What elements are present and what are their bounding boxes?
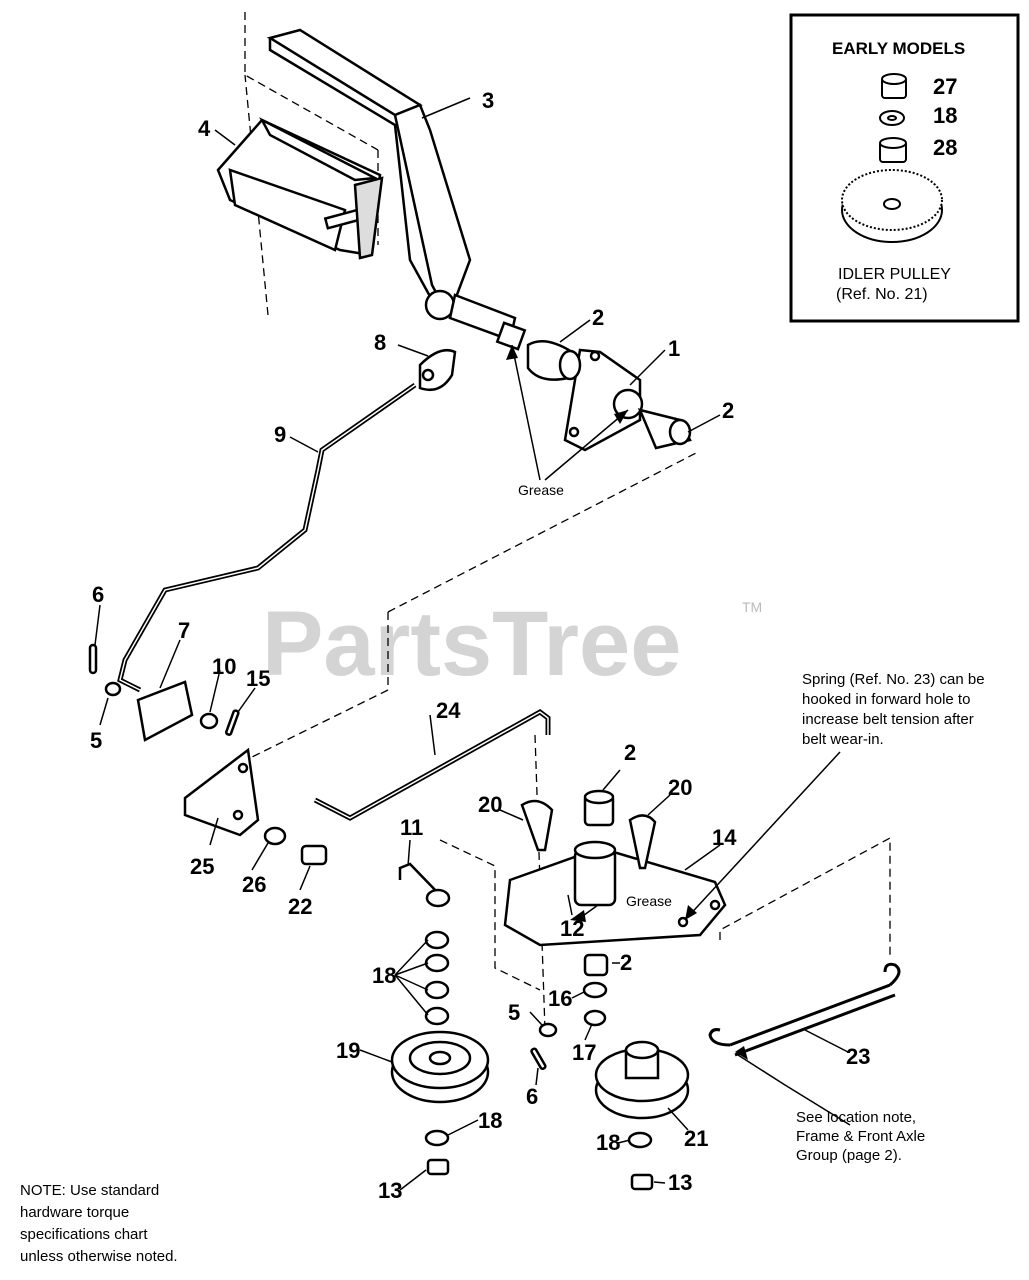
idler-plate	[503, 789, 727, 947]
callout-2a: 2	[592, 305, 604, 330]
callout-16: 16	[548, 986, 572, 1011]
grease-label-plate: Grease	[626, 893, 672, 909]
callout-6a: 6	[92, 582, 104, 607]
callout-5b: 5	[508, 1000, 520, 1025]
location-note-line-1: See location note,	[796, 1109, 916, 1126]
pedal-arm	[266, 28, 527, 351]
callout-17: 17	[572, 1040, 596, 1065]
inset-caption-2: (Ref. No. 21)	[836, 286, 928, 303]
callout-18c: 18	[596, 1130, 620, 1155]
inset-part-28: 28	[933, 135, 957, 160]
callout-numbers: 1 2 2 2 2 3 4 5 5 6 6 7 8 9 10 11 12 13 …	[90, 88, 870, 1203]
callout-13a: 13	[378, 1178, 402, 1203]
callout-12: 12	[560, 916, 584, 941]
leader-lines	[94, 97, 849, 1191]
callout-8: 8	[374, 330, 386, 355]
callout-4: 4	[198, 116, 211, 141]
callout-18a: 18	[372, 963, 396, 988]
callout-2b: 2	[722, 398, 734, 423]
pulley-right	[594, 1040, 690, 1120]
grease-label-top: Grease	[518, 482, 564, 498]
location-leader	[737, 1054, 851, 1126]
spring	[708, 962, 901, 1057]
callout-1: 1	[668, 336, 680, 361]
callout-25: 25	[190, 854, 214, 879]
callout-23: 23	[846, 1044, 870, 1069]
torque-note-line-2: hardware torque	[20, 1204, 129, 1221]
callout-19: 19	[336, 1038, 360, 1063]
torque-note-line-1: NOTE: Use standard	[20, 1182, 159, 1199]
knob-and-rod	[117, 348, 457, 693]
lower-hardware	[88, 643, 654, 1191]
spring-note-line-2: hooked in forward hole to	[802, 691, 970, 708]
callout-26: 26	[242, 872, 266, 897]
pedal-pad	[216, 117, 384, 260]
callout-20b: 20	[668, 775, 692, 800]
washers-stack	[398, 862, 451, 1026]
callout-11: 11	[400, 815, 423, 840]
spring-note-line-1: Spring (Ref. No. 23) can be	[802, 671, 985, 688]
location-note: See location note, Frame & Front Axle Gr…	[796, 1109, 925, 1164]
watermark-text: PartsTree	[262, 593, 681, 695]
spring-note: Spring (Ref. No. 23) can be hooked in fo…	[802, 671, 985, 748]
link-rod-highlight	[314, 711, 549, 819]
torque-note: NOTE: Use standard hardware torque speci…	[20, 1182, 178, 1265]
callout-2c: 2	[624, 740, 636, 765]
small-brackets	[136, 680, 260, 837]
location-note-line-2: Frame & Front Axle	[796, 1128, 925, 1145]
arrow-heads	[506, 345, 748, 1060]
callout-24: 24	[436, 698, 461, 723]
torque-note-line-4: unless otherwise noted.	[20, 1248, 178, 1265]
torque-note-line-3: specifications chart	[20, 1226, 148, 1243]
location-note-line-3: Group (page 2).	[796, 1147, 902, 1164]
callout-20a: 20	[478, 792, 502, 817]
callout-7: 7	[178, 618, 190, 643]
callout-18b: 18	[478, 1108, 502, 1133]
callout-9: 9	[274, 422, 286, 447]
inset-title: EARLY MODELS	[832, 39, 965, 58]
callout-10: 10	[212, 654, 236, 679]
callout-5a: 5	[90, 728, 102, 753]
early-models-inset: EARLY MODELS 27 18 28 IDLER PULLEY (Ref.…	[789, 13, 1020, 323]
inset-part-18: 18	[933, 103, 957, 128]
spring-note-line-3: increase belt tension after	[802, 711, 974, 728]
callout-15: 15	[246, 666, 270, 691]
inset-caption-1: IDLER PULLEY	[838, 266, 951, 283]
pivot-bracket	[526, 340, 692, 452]
inset-part-27: 27	[933, 74, 957, 99]
watermark-tm: TM	[742, 599, 762, 615]
callout-2d: 2	[620, 950, 632, 975]
callout-14: 14	[712, 825, 737, 850]
callout-6b: 6	[526, 1084, 538, 1109]
callout-22: 22	[288, 894, 312, 919]
callout-21: 21	[684, 1126, 708, 1151]
callout-13b: 13	[668, 1170, 692, 1195]
callout-3: 3	[482, 88, 494, 113]
spring-note-line-4: belt wear-in.	[802, 731, 884, 748]
pulley-left	[390, 1030, 490, 1104]
